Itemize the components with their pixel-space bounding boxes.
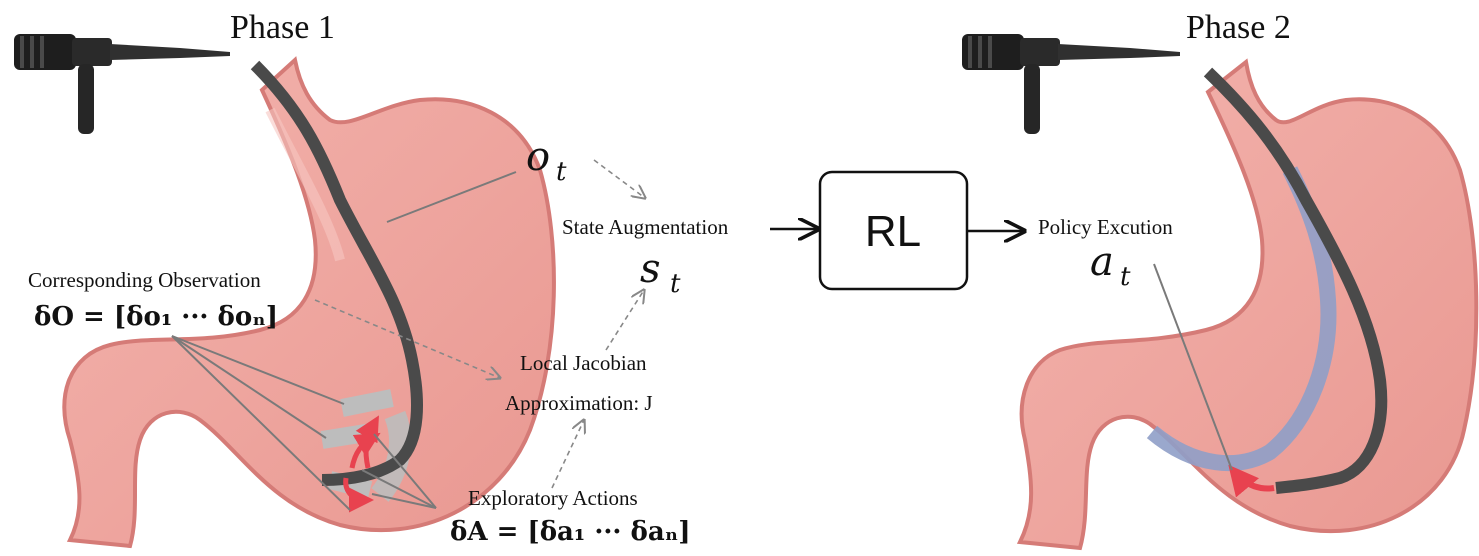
- delta-a-equation: δA = [δa₁ ··· δaₙ]: [450, 517, 691, 547]
- exploratory-actions-label: Exploratory Actions: [468, 486, 638, 510]
- state-symbol: s: [640, 246, 661, 292]
- action-leader-line: [1153, 263, 1233, 471]
- local-jacobian-label-line1: Local Jacobian: [520, 351, 647, 375]
- endoscope-icon: [14, 34, 230, 134]
- action-subscript: t: [1120, 262, 1131, 292]
- policy-execution-label: Policy Excution: [1038, 215, 1173, 239]
- observation-subscript: t: [556, 157, 567, 187]
- phase1-panel: Phase 1 o t Corresponding Observation δO…: [14, 9, 691, 549]
- phase1-endoscope-tube: [250, 60, 423, 486]
- exploratory-arrow-3: [343, 477, 374, 513]
- phase2-stomach: [1016, 58, 1479, 551]
- state-augmentation-label: State Augmentation: [562, 215, 729, 239]
- phase1-stomach: [62, 56, 556, 549]
- state-subscript: t: [670, 269, 681, 299]
- exploratory-action-pose-1: [340, 389, 394, 417]
- rl-label: RL: [865, 207, 921, 256]
- delta-o-equation: δO = [δo₁ ··· δoₙ]: [34, 302, 278, 332]
- phase2-title: Phase 2: [1186, 9, 1291, 46]
- corresponding-observation-label: Corresponding Observation: [28, 268, 261, 292]
- action-symbol: a: [1090, 239, 1114, 285]
- planned-path: [1146, 166, 1337, 472]
- endoscope-icon-phase2: [962, 34, 1180, 134]
- local-jacobian-label-line2: Approximation: J: [505, 391, 653, 415]
- center-flow: State Augmentation s t Local Jacobian Ap…: [314, 159, 1173, 489]
- action-arrow: [1228, 464, 1275, 498]
- observation-symbol: o: [526, 134, 550, 180]
- exploratory-arrow-2: [349, 432, 381, 469]
- exploratory-action-pose-2: [320, 423, 374, 449]
- phase2-endoscope-tube: [1203, 67, 1388, 494]
- obs-leader-line: [386, 171, 517, 223]
- phase2-panel: Phase 2: [962, 9, 1479, 551]
- phase1-title: Phase 1: [230, 9, 335, 46]
